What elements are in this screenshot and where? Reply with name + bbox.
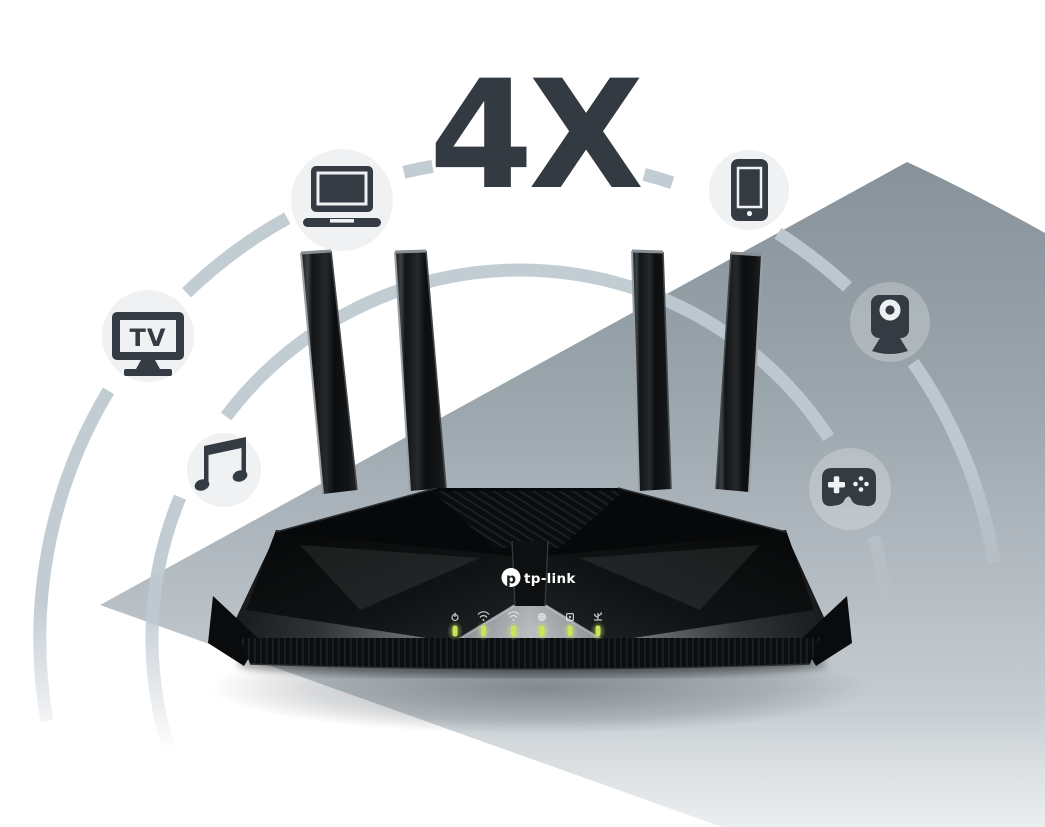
music-chip <box>187 433 261 507</box>
arc-segment <box>182 212 291 298</box>
led <box>452 625 458 637</box>
wing-sheen-left <box>300 545 480 610</box>
camera-icon <box>871 295 909 354</box>
laptop-chip <box>291 149 393 251</box>
router-antennas <box>300 249 763 495</box>
device-icons: TV <box>102 149 930 530</box>
status-leds <box>447 611 606 641</box>
smartphone-icon <box>731 159 768 221</box>
arc-segment <box>33 387 115 723</box>
headline-4x: 4X <box>429 49 641 223</box>
roof-ridges <box>432 491 624 548</box>
antenna-2 <box>394 249 447 492</box>
tv-label: TV <box>130 324 167 352</box>
led <box>539 625 545 637</box>
antenna-1 <box>300 249 358 495</box>
gamepad-icon <box>822 468 876 507</box>
power-icon <box>451 612 459 622</box>
led-icons <box>451 611 602 622</box>
router-wing-right <box>542 530 814 642</box>
arc-segment <box>774 227 852 292</box>
led <box>567 625 573 637</box>
wifi-2g-icon <box>477 611 490 621</box>
gamepad-chip <box>809 448 891 530</box>
smartphone-chip <box>709 150 789 230</box>
arc-segment <box>642 168 675 189</box>
arc-segment <box>867 534 894 613</box>
led <box>595 625 601 637</box>
wifi-5g-icon <box>507 611 520 621</box>
music-note-icon <box>194 437 248 491</box>
camera-chip <box>850 282 930 362</box>
led <box>511 625 516 637</box>
led-lights <box>447 621 606 641</box>
router-body <box>208 487 852 670</box>
antenna-4 <box>715 251 763 493</box>
laptop-icon <box>303 166 381 227</box>
lan-icon <box>565 612 574 621</box>
wing-sheen-right <box>580 545 760 610</box>
internet-icon <box>537 612 546 622</box>
arc-segment <box>907 358 1001 564</box>
arc-segment <box>220 263 835 442</box>
router-wing-left <box>246 530 518 642</box>
brand-logo-letter: p <box>506 572 516 588</box>
brand-logo-mark <box>501 568 521 587</box>
brand-logo: p tp-link <box>501 568 576 588</box>
base-vent-band <box>240 638 820 669</box>
tv-chip: TV <box>102 290 194 382</box>
signal-arcs <box>33 159 1001 785</box>
arc-segment <box>402 159 434 179</box>
router: p tp-link <box>208 249 852 670</box>
led <box>481 625 486 637</box>
brand-logo-text: tp-link <box>524 571 576 587</box>
antenna-3 <box>631 249 672 492</box>
router-notch <box>512 541 548 606</box>
tv-icon: TV <box>112 312 184 376</box>
usb-icon <box>594 612 602 621</box>
